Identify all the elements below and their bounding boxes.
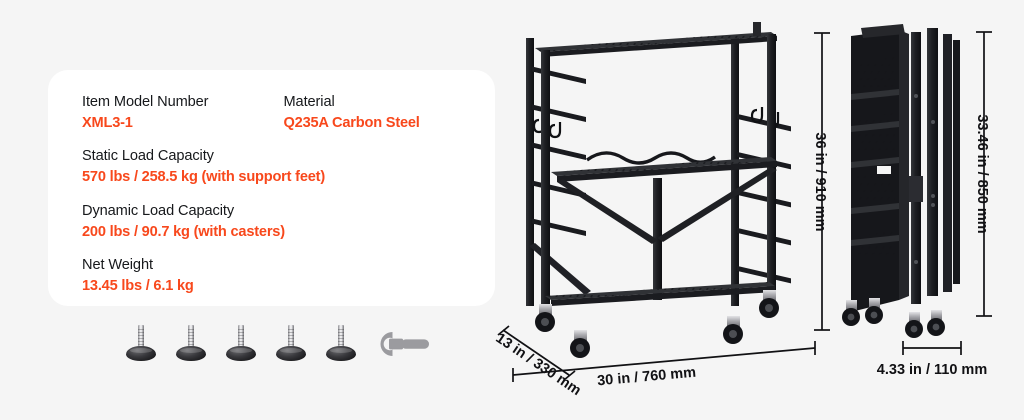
rack-center-brace (557, 167, 777, 300)
dimension-width-label: 30 in / 760 mm (597, 365, 697, 390)
product-illustration: 30 in / 760 mm 13 in / 330 mm 36 in / 91… (495, 0, 1024, 420)
folded-rack (842, 24, 960, 338)
support-foot-icon (276, 325, 306, 361)
dimension-folded-height-label: 33.46 in / 850 mm (974, 114, 990, 233)
folding-hinge (586, 151, 716, 165)
spec-row-top: Item Model Number XML3-1 Material Q235A … (82, 92, 485, 133)
spec-value: XML3-1 (82, 114, 133, 131)
rack-frame-back-right (731, 38, 791, 306)
spec-value: 13.45 lbs / 6.1 kg (82, 278, 194, 295)
dimension-depth-label: 13 in / 330 mm (495, 330, 584, 399)
caster (759, 290, 779, 318)
spec-label: Static Load Capacity (82, 148, 214, 165)
caster (905, 312, 923, 338)
caster (723, 316, 743, 344)
wrench-icon (376, 327, 432, 361)
dimension-folded-width-label: 4.33 in / 110 mm (877, 362, 987, 378)
spec-item-net-weight: Net Weight 13.45 lbs / 6.1 kg (82, 255, 485, 296)
spec-label: Net Weight (82, 257, 153, 274)
caster (842, 300, 860, 326)
spec-card: Item Model Number XML3-1 Material Q235A … (48, 70, 495, 306)
shelf-top (535, 32, 777, 57)
dimension-depth (497, 325, 576, 381)
dimension-height (814, 32, 830, 331)
rack-post-front-left (541, 50, 550, 306)
support-foot-icon (226, 325, 256, 361)
spec-value: Q235A Carbon Steel (283, 114, 420, 131)
caster (570, 330, 590, 358)
dimension-height-label: 36 in / 910 mm (812, 132, 828, 231)
spec-item-material: Material Q235A Carbon Steel (284, 92, 486, 133)
caster (927, 310, 945, 336)
shelf-middle (551, 151, 777, 182)
caster (865, 298, 883, 324)
caster (535, 304, 555, 332)
support-foot-icon (326, 325, 356, 361)
accessories-row (126, 325, 432, 361)
spec-label: Item Model Number (82, 94, 209, 110)
dimension-folded-width (902, 341, 962, 355)
spec-item-dynamic-load-capacity: Dynamic Load Capacity 200 lbs / 90.7 kg … (82, 201, 485, 242)
support-foot-icon (176, 325, 206, 361)
spec-item-model-number: Item Model Number XML3-1 (82, 92, 284, 133)
spec-item-static-load-capacity: Static Load Capacity 570 lbs / 258.5 kg … (82, 146, 485, 187)
assembled-rack (526, 22, 791, 358)
shelf-bottom (545, 282, 775, 306)
spec-label: Material (283, 94, 335, 110)
dimension-folded-height (976, 31, 992, 317)
spec-label: Dynamic Load Capacity (82, 202, 235, 219)
support-foot-icon (126, 325, 156, 361)
spec-value: 570 lbs / 258.5 kg (with support feet) (82, 169, 325, 186)
spec-value: 200 lbs / 90.7 kg (with casters) (82, 223, 285, 240)
